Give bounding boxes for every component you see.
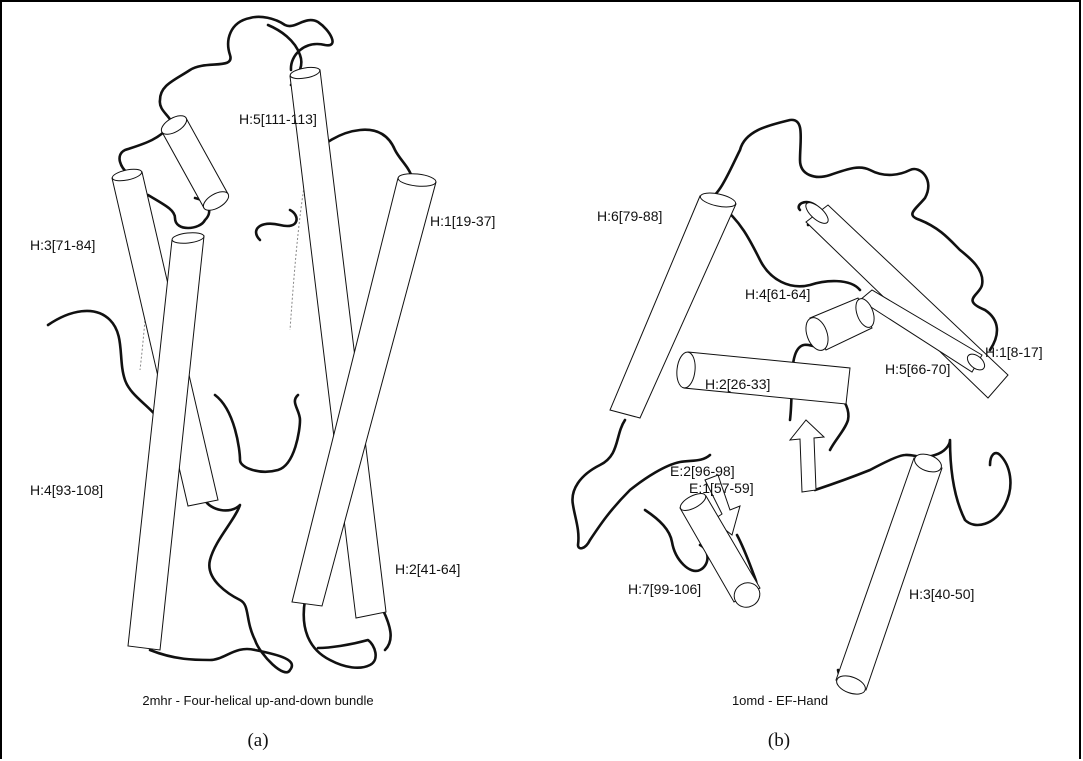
- strand-arrow: [790, 420, 824, 492]
- loop-a-left: [48, 311, 158, 418]
- strand-b-e1: [790, 420, 824, 492]
- sublabel-a: (a): [247, 730, 268, 751]
- loop-a-right-small: [256, 210, 296, 240]
- label-b-h4: H:4[61-64]: [745, 286, 810, 302]
- label-b-h3: H:3[40-50]: [909, 586, 974, 602]
- helix-cylinder-body: [836, 458, 942, 690]
- loop-a-mid-right: [215, 395, 300, 472]
- helix-b-h4: [802, 296, 878, 353]
- label-b-h2: H:2[26-33]: [705, 376, 770, 392]
- label-b-h5: H:5[66-70]: [885, 361, 950, 377]
- label-b-h1: H:1[8-17]: [985, 344, 1043, 360]
- label-b-e1: E:1[57-59]: [689, 480, 754, 496]
- caption-a: 2mhr - Four-helical up-and-down bundle: [142, 693, 373, 708]
- label-b-h6: H:6[79-88]: [597, 208, 662, 224]
- loop-a-h2-bottom: [383, 610, 391, 650]
- label-a-h3: H:3[71-84]: [30, 237, 95, 253]
- panel-b: H:6[79-88] H:4[61-64] H:1[8-17] H:5[66-7…: [572, 120, 1042, 751]
- helix-b-h3: [834, 451, 944, 698]
- label-b-e2: E:2[96-98]: [670, 463, 735, 479]
- label-a-h1: H:1[19-37]: [430, 213, 495, 229]
- label-a-h2: H:2[41-64]: [395, 561, 460, 577]
- panel-a: H:5[111-113] H:1[19-37] H:3[71-84] H:4[9…: [30, 17, 495, 751]
- label-a-h5: H:5[111-113]: [239, 111, 317, 127]
- label-b-h7: H:7[99-106]: [628, 581, 701, 597]
- label-a-h4: H:4[93-108]: [30, 482, 103, 498]
- sublabel-b: (b): [768, 730, 790, 751]
- caption-b: 1omd - EF-Hand: [732, 693, 828, 708]
